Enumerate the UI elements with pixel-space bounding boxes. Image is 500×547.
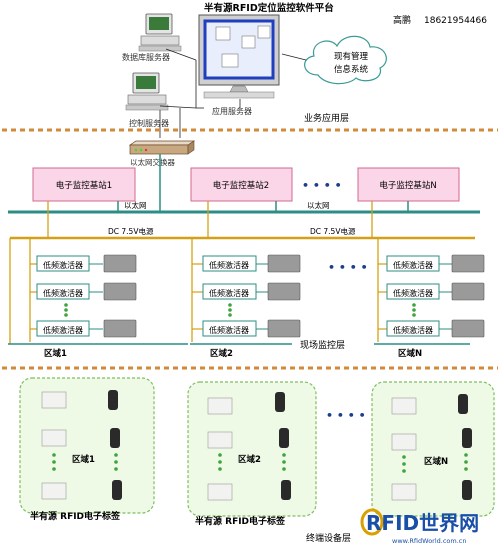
region-n-label: 区域N [398,348,422,359]
tag-zone-2 [187,381,317,517]
business-layer-label: 业务应用层 [304,112,349,124]
station-ethernet-drops [117,201,409,212]
rfidworld-logo: RFID世界网 www.RfidWorld.com.cn [360,508,479,545]
ethernet-label: 以太网 [124,200,147,210]
ethernet-switch-icon [128,140,196,155]
logo-text: RFID世界网 [366,511,479,535]
base-station-1-label: 电子监控基站1 [56,180,112,191]
power-label-right: DC 7.5V电源 [310,226,356,236]
mgmt-system-label-2: 信息系统 [334,64,369,75]
zone-1-label: 区域1 [72,454,95,465]
base-station-n [357,167,460,202]
ethernet-switch-label: 以太网交换器 [130,157,175,167]
tag-label-2: 半有源 RFID电子标签 [195,515,286,527]
terminal-layer-label: 终端设备层 [306,532,351,544]
cloud-icon [304,35,387,85]
server-connections [159,48,307,138]
region-1-activators [29,238,103,342]
tag-label-1: 半有源 RFID电子标签 [30,510,121,522]
activator-label-1a: 低频激活器 [43,260,83,270]
power-label: DC 7.5V电源 [108,226,154,236]
activator-label-1b: 低频激活器 [43,288,83,298]
activator-devices-2 [267,254,301,338]
region-ellipsis: • • • • [328,261,368,274]
base-station-n-label: 电子监控基站N [379,180,436,191]
mgmt-system-label-1: 现有管理 [334,51,369,62]
activator-label-1c: 低频激活器 [43,325,83,335]
contact-name: 高鹏 [393,14,411,26]
zone-2-label: 区域2 [238,454,261,465]
zone-n-label: 区域N [424,456,448,467]
activator-label-nc: 低频激活器 [393,325,433,335]
control-server-icon [125,72,169,111]
station-ellipsis: • • • • [302,179,342,192]
region-n-activators [377,238,452,342]
application-server-label: 应用服务器 [212,106,252,116]
database-server-icon [138,13,182,52]
activator-devices-n [451,254,485,338]
field-layer-label: 现场监控层 [300,339,345,351]
database-server-label: 数据库服务器 [122,52,170,62]
region-1-label: 区域1 [44,348,67,359]
region-2-activators [191,238,268,342]
station-power-drops [9,201,373,344]
platform-title: 半有源RFID定位监控软件平台 [204,2,334,14]
activator-label-nb: 低频激活器 [393,288,433,298]
activator-label-na: 低频激活器 [393,260,433,270]
region-2-label: 区域2 [210,348,233,359]
tag-zone-n [371,381,495,517]
control-server-label: 控制服务器 [129,118,169,128]
activator-label-2c: 低频激活器 [209,325,249,335]
activator-devices-1 [103,254,137,338]
activator-label-2b: 低频激活器 [209,288,249,298]
application-server-icon [198,14,280,99]
logo-url: www.RfidWorld.com.cn [392,537,467,545]
base-station-2 [190,167,293,202]
ethernet-label-right: 以太网 [307,200,330,210]
base-station-1 [32,167,136,202]
contact-phone: 18621954466 [424,16,487,26]
tag-zone-1 [19,377,155,514]
base-station-2-label: 电子监控基站2 [213,180,269,191]
zone-ellipsis: • • • • [326,409,366,422]
activator-label-2a: 低频激活器 [209,260,249,270]
